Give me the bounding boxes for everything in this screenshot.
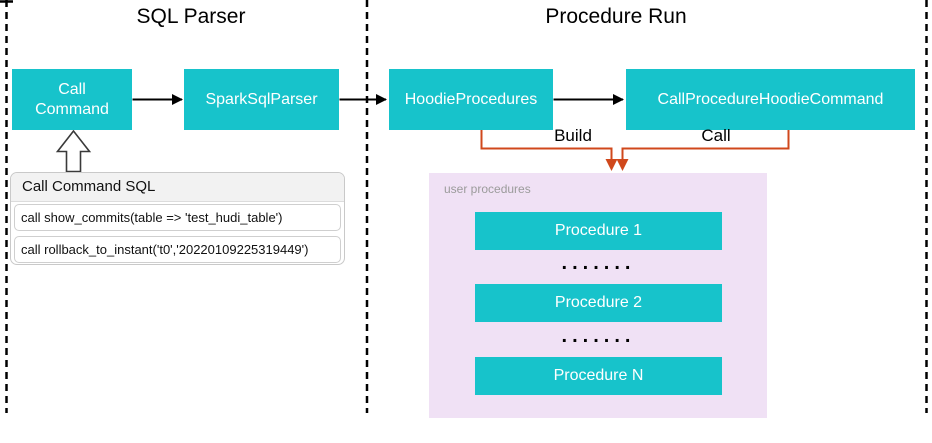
ellipsis-row-2: ....... (561, 325, 636, 347)
node-callprocedurehoodiecommand: CallProcedureHoodieCommand (626, 69, 915, 130)
procedure-2-box: Procedure 2 (475, 284, 722, 322)
ellipsis-row-1: ....... (561, 252, 636, 274)
node-sparksqlparser-label: SparkSqlParser (205, 90, 318, 108)
build-label: Build (554, 126, 592, 145)
call-label: Call (701, 126, 731, 145)
node-callprocedurehoodiecommand-label: CallProcedureHoodieCommand (657, 90, 884, 108)
node-hoodieprocedures-label: HoodieProcedures (404, 90, 538, 108)
region-title-procedure-run: Procedure Run (545, 5, 687, 28)
hollow-up-arrow (55, 129, 92, 173)
sql-example-row-2: call rollback_to_instant('t0','202201092… (14, 236, 341, 263)
region-title-sql-parser: SQL Parser (136, 5, 246, 28)
user-procedures-panel: user procedures Procedure 1 ....... Proc… (429, 173, 767, 418)
node-call-command-label: Call Command (35, 80, 109, 118)
call-command-sql-panel: Call Command SQL call show_commits(table… (10, 172, 345, 265)
node-sparksqlparser: SparkSqlParser (184, 69, 339, 130)
user-procedures-label: user procedures (444, 182, 531, 196)
procedure-n-box: Procedure N (475, 357, 722, 395)
sql-panel-title: Call Command SQL (11, 173, 344, 202)
procedure-1-box: Procedure 1 (475, 212, 722, 250)
sql-example-row-1: call show_commits(table => 'test_hudi_ta… (14, 204, 341, 231)
node-hoodieprocedures: HoodieProcedures (389, 69, 553, 130)
node-call-command: Call Command (12, 69, 132, 130)
